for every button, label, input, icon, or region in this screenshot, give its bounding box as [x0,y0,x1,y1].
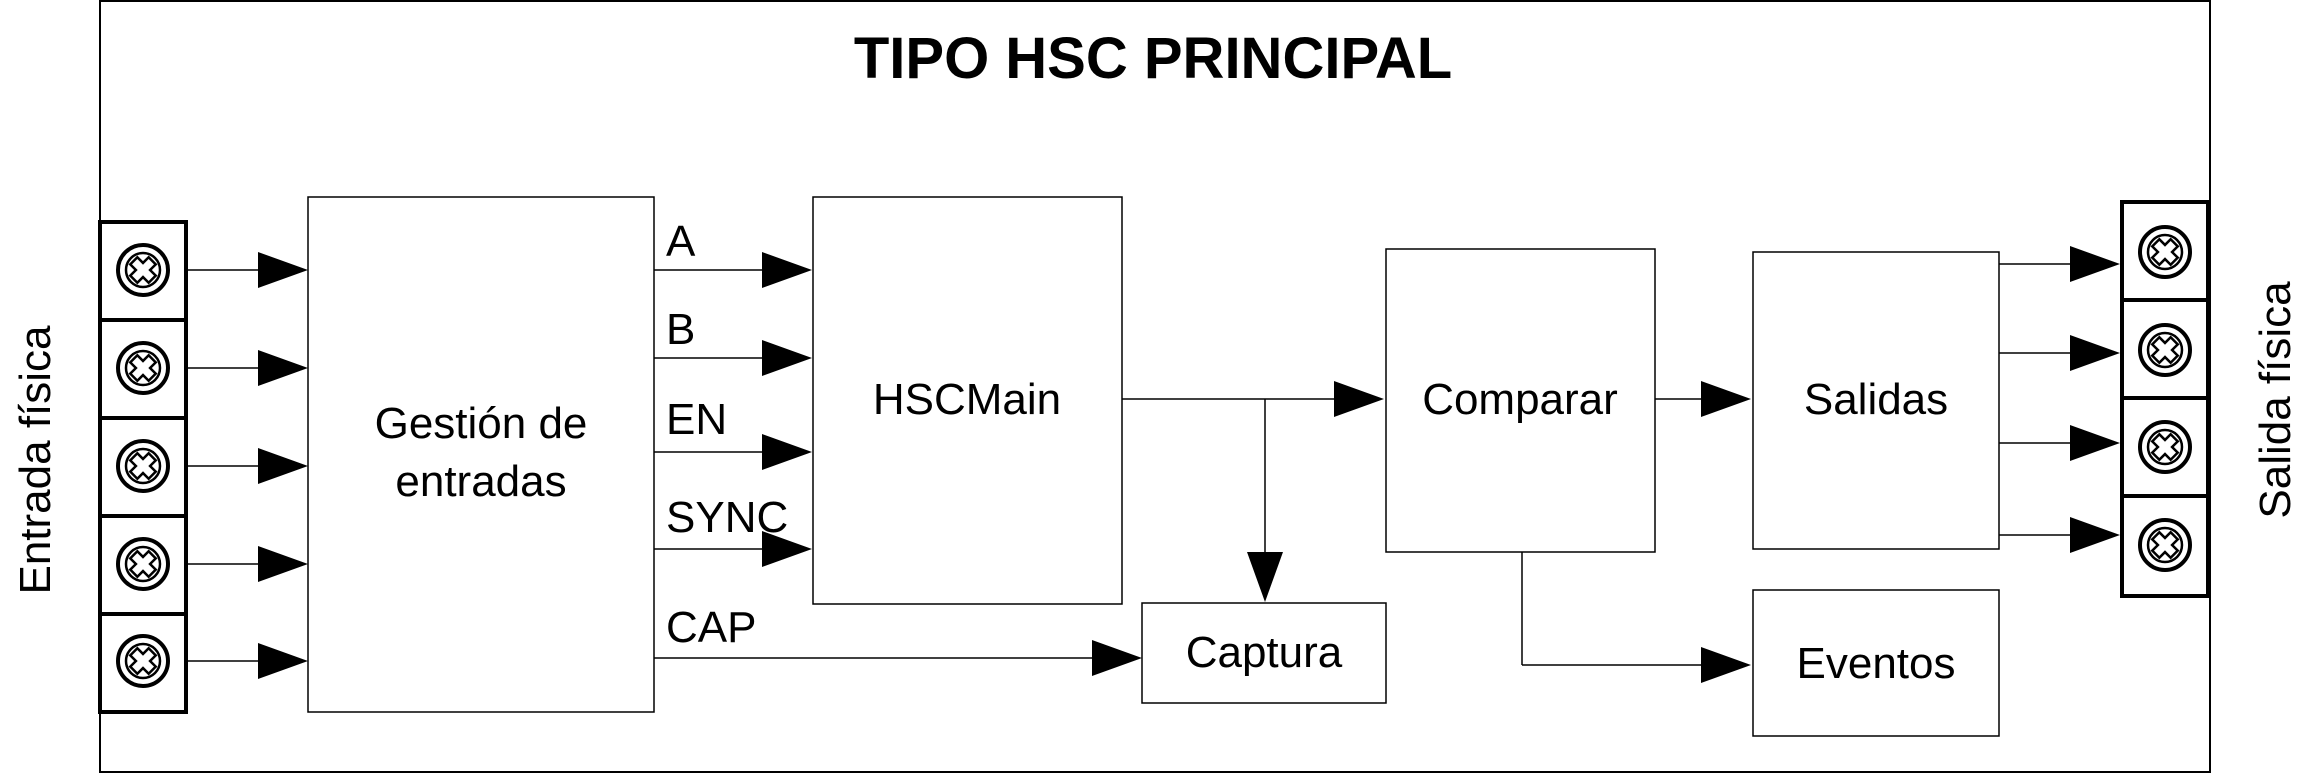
hscmain-label: HSCMain [873,375,1061,424]
comparar-label: Comparar [1422,375,1618,424]
right-side-label: Salida física [2251,281,2300,519]
screw-terminal-icon [116,634,170,688]
input-connections [186,252,308,679]
screw-terminal-icon [2138,323,2192,377]
screw-terminal-icon [116,439,170,493]
screw-terminal-icon [2138,518,2192,572]
gestion-label-line-2: entradas [395,457,566,506]
hscmain-block: HSCMain [812,196,1123,605]
signal-label-cap: CAP [666,603,756,652]
signal-label-b: B [666,305,695,354]
screw-terminal-icon [116,537,170,591]
signal-label-en: EN [666,395,727,444]
eventos-block: Eventos [1752,589,2000,737]
left-side-label: Entrada física [11,325,60,595]
eventos-label: Eventos [1797,639,1956,688]
output-terminal-strip [2120,200,2210,598]
input-terminal-strip [98,220,188,714]
salidas-block: Salidas [1752,251,2000,550]
gestion-entradas-block: Gestión de entradas [307,196,655,713]
diagram-title: TIPO HSC PRINCIPAL [854,26,1452,91]
comparar-outputs [1521,381,1751,683]
gestion-label-line-1: Gestión de [375,399,588,448]
signal-lines [654,252,1142,676]
output-connections [1999,246,2120,553]
hscmain-outputs [1122,381,1384,602]
screw-terminal-icon [116,243,170,297]
captura-block: Captura [1141,602,1387,704]
screw-terminal-icon [2138,420,2192,474]
captura-label: Captura [1186,628,1343,677]
signal-label-a: A [666,217,696,266]
screw-terminal-icon [2138,225,2192,279]
salidas-label: Salidas [1804,375,1948,424]
comparar-block: Comparar [1385,248,1656,553]
signal-label-sync: SYNC [666,493,788,542]
screw-terminal-icon [116,341,170,395]
